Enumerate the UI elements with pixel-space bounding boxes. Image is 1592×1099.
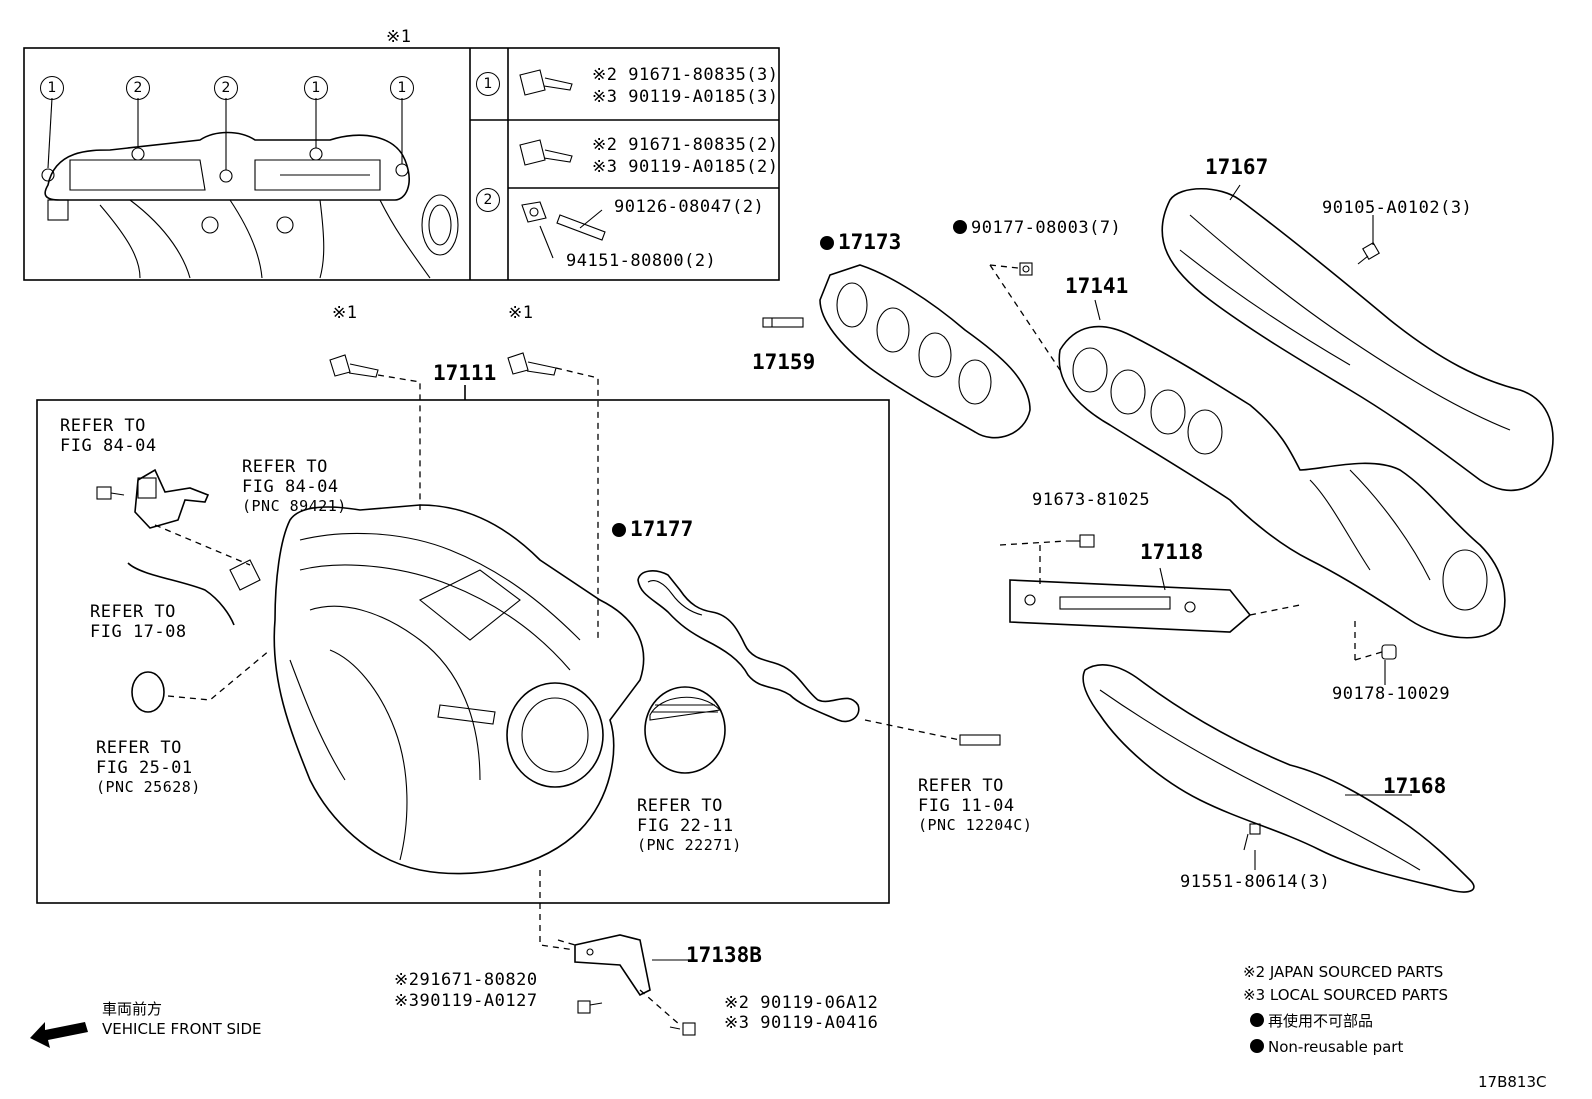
- refer-fig-25-01: REFER TO FIG 25-01 (PNC 25628): [96, 738, 201, 796]
- intake-gasket-17177: [637, 570, 860, 723]
- non-reusable-dot-icon: [1250, 1039, 1264, 1053]
- part-17177: 17177: [612, 517, 693, 541]
- table-row1-line2: ※3 90119-A0185(3): [592, 87, 779, 107]
- bolt-icon: [507, 352, 557, 376]
- stud-icon: [959, 734, 1001, 746]
- heat-insulator-17167: [1161, 187, 1554, 492]
- detail-flange-sketch: [41, 97, 459, 279]
- nut-icon: [1019, 262, 1033, 276]
- leader-lines: [154, 264, 1383, 1026]
- legend-nonreusable-jp: 再使用不可部品: [1250, 1012, 1373, 1030]
- stud-icon: [539, 209, 606, 259]
- part-17173: 17173: [820, 230, 901, 254]
- table-row2a-line2: ※3 90119-A0185(2): [592, 157, 779, 177]
- part-17141: 17141: [1065, 274, 1129, 298]
- bolt-icon: [329, 354, 379, 378]
- manifold-stay-17118: [1009, 579, 1252, 633]
- bolt-icon: [1243, 823, 1261, 851]
- nut-icon: [521, 201, 547, 223]
- legend-local-sourced: ※3 LOCAL SOURCED PARTS: [1243, 986, 1448, 1004]
- table-key-1: 1: [476, 72, 500, 96]
- non-reusable-dot-icon: [1250, 1013, 1264, 1027]
- nut-part-number: 94151-80800(2): [566, 251, 717, 271]
- note-mark-bolt-a: ※1: [332, 303, 358, 323]
- heat-insulator-17168: [1082, 664, 1475, 893]
- bolt-icon: [669, 1022, 696, 1036]
- intake-group-box: [36, 399, 890, 904]
- detail-box: [23, 47, 780, 281]
- part-91551: 91551-80614(3): [1180, 872, 1331, 892]
- vehicle-front-en: VEHICLE FRONT SIDE: [102, 1020, 262, 1038]
- throttle-body-gasket: [644, 686, 726, 774]
- nut-icon: [1381, 644, 1397, 660]
- bolt-icon: [1066, 534, 1095, 548]
- bolt-icon: [1357, 242, 1380, 265]
- part-17118: 17118: [1140, 540, 1204, 564]
- front-arrow-icon: [30, 1022, 88, 1048]
- detail-marker-2: 2: [214, 76, 238, 100]
- part-90105: 90105-A0102(3): [1322, 198, 1473, 218]
- bolt-icon: [577, 1000, 603, 1014]
- diagram-id: 17B813C: [1478, 1073, 1547, 1091]
- bracket-17138B: [574, 934, 651, 997]
- stud-part-number: 90126-08047(2): [614, 197, 765, 217]
- refer-fig-84-04-a: REFER TO FIG 84-04: [60, 416, 157, 456]
- throttle-sensor-bracket: [134, 468, 210, 529]
- table-key-2: 2: [476, 188, 500, 212]
- bolt-icon: [96, 486, 125, 500]
- intake-manifold-17111: [229, 504, 645, 875]
- part-17138B: 17138B: [686, 943, 762, 967]
- part-91673: 91673-81025: [1032, 490, 1151, 510]
- detail-marker-1: 1: [390, 76, 414, 100]
- legend-japan-sourced: ※2 JAPAN SOURCED PARTS: [1243, 963, 1444, 981]
- note-mark: ※1: [386, 27, 412, 47]
- legend-nonreusable-en: Non-reusable part: [1250, 1038, 1403, 1056]
- stud-17159: [762, 317, 804, 328]
- part-90178: 90178-10029: [1332, 684, 1451, 704]
- part-90177: 90177-08003(7): [953, 218, 1121, 238]
- exhaust-gasket-17173: [819, 264, 1031, 439]
- exhaust-manifold-17141: [1058, 325, 1506, 639]
- bolt-90119-A0127: ※390119-A0127: [394, 991, 538, 1011]
- vacuum-hose: [127, 562, 235, 626]
- part-17159: 17159: [752, 350, 816, 374]
- refer-fig-11-04: REFER TO FIG 11-04 (PNC 12204C): [918, 776, 1033, 834]
- refer-fig-22-11: REFER TO FIG 22-11 (PNC 22271): [637, 796, 742, 854]
- detail-marker-1: 1: [40, 76, 64, 100]
- detail-marker-2: 2: [126, 76, 150, 100]
- bolt-91671-80820: ※291671-80820: [394, 970, 538, 990]
- vehicle-front-jp: 車両前方: [102, 1000, 163, 1018]
- leader-lines-solid: [652, 184, 1412, 961]
- non-reusable-dot-icon: [820, 236, 834, 250]
- non-reusable-dot-icon: [953, 220, 967, 234]
- part-17167: 17167: [1205, 155, 1269, 179]
- bolt-icon: [519, 69, 573, 96]
- hose-clamp: [131, 671, 165, 713]
- table-row2a-line1: ※2 91671-80835(2): [592, 135, 779, 155]
- bolt-90119-A0416: ※3 90119-A0416: [724, 1013, 879, 1033]
- note-mark-bolt-b: ※1: [508, 303, 534, 323]
- refer-fig-17-08: REFER TO FIG 17-08: [90, 602, 187, 642]
- detail-marker-1: 1: [304, 76, 328, 100]
- non-reusable-dot-icon: [612, 523, 626, 537]
- refer-fig-84-04-b: REFER TO FIG 84-04 (PNC 89421): [242, 457, 347, 515]
- bolt-90119-06A12: ※2 90119-06A12: [724, 993, 879, 1013]
- part-17111: 17111: [433, 361, 497, 385]
- part-17168: 17168: [1383, 774, 1447, 798]
- bolt-icon: [519, 139, 573, 166]
- table-row1-line1: ※2 91671-80835(3): [592, 65, 779, 85]
